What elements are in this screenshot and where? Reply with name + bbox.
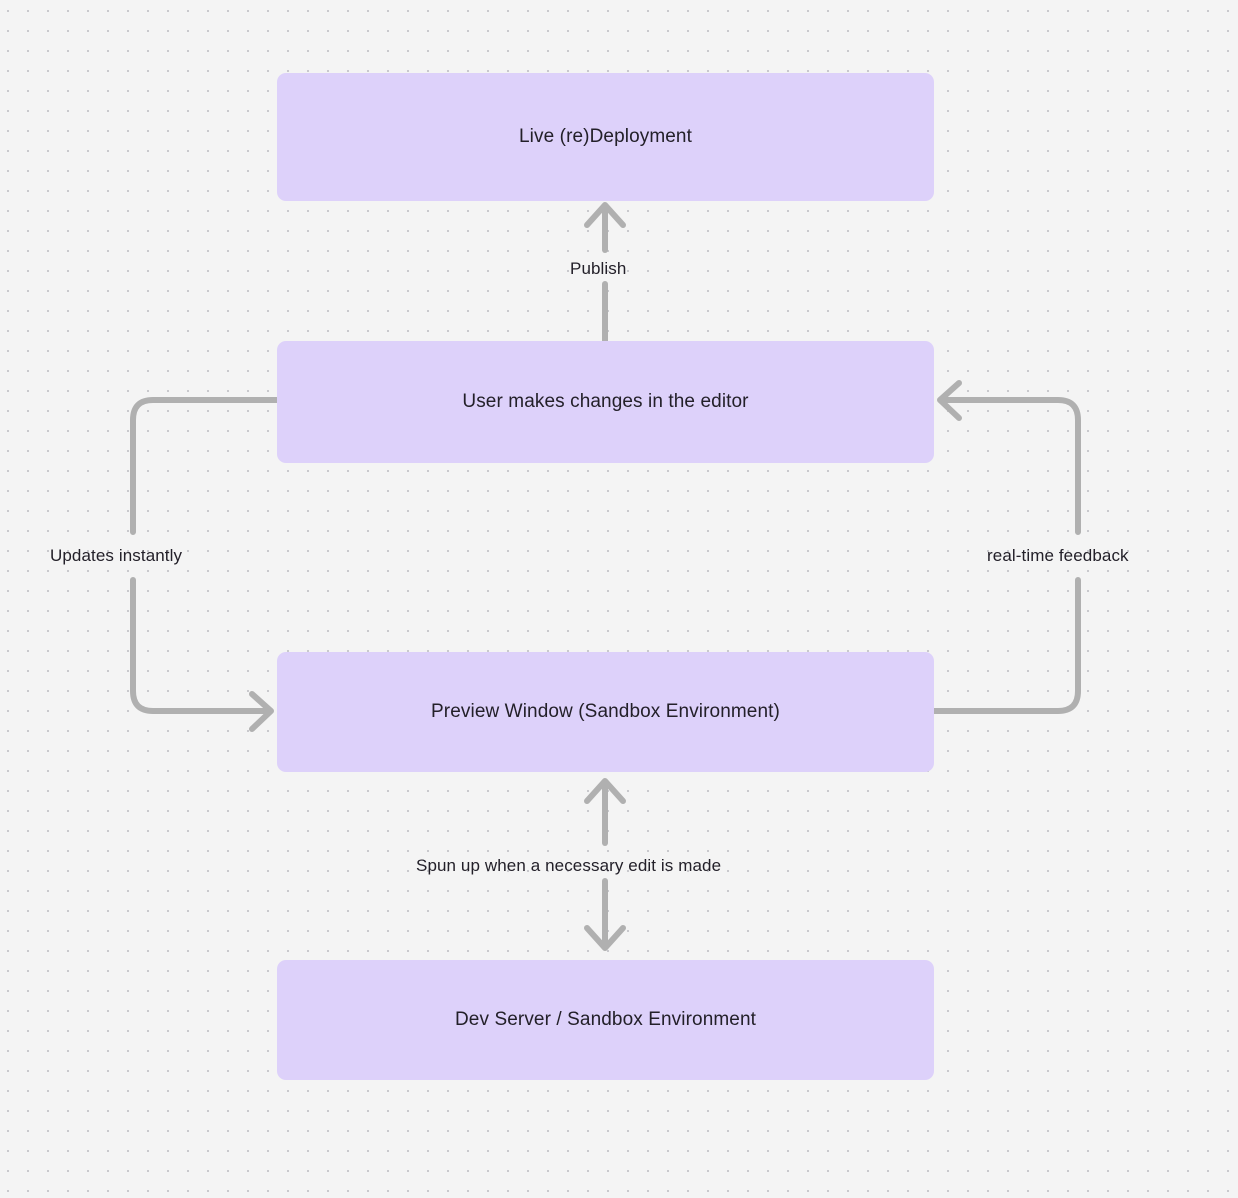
node-dev-server[interactable]: Dev Server / Sandbox Environment <box>277 960 934 1080</box>
node-user-makes-changes[interactable]: User makes changes in the editor <box>277 341 934 463</box>
node-live-redeployment[interactable]: Live (re)Deployment <box>277 73 934 201</box>
edge-realtime-arrowhead <box>937 380 962 421</box>
edge-publish-arrowhead <box>584 202 626 228</box>
node-user-makes-changes-label: User makes changes in the editor <box>462 390 749 412</box>
edge-label-publish: Publish <box>570 259 627 278</box>
edge-spun-up-arrowhead <box>584 778 626 804</box>
edge-realtime-lower-segment <box>931 577 1081 714</box>
edge-label-updates-instantly: Updates instantly <box>50 546 183 565</box>
edge-spun-down-arrowhead <box>584 925 626 951</box>
edge-realtime-upper-segment <box>940 397 1081 535</box>
edge-label-real-time-feedback: real-time feedback <box>987 546 1129 565</box>
edge-updates-arrowhead <box>249 691 274 732</box>
node-dev-server-label: Dev Server / Sandbox Environment <box>454 1008 756 1030</box>
edge-updates-lower-segment <box>130 577 271 714</box>
edge-updates-upper-segment <box>130 397 280 535</box>
node-preview-window[interactable]: Preview Window (Sandbox Environment) <box>277 652 934 772</box>
node-live-redeployment-label: Live (re)Deployment <box>519 125 692 147</box>
edge-label-spun-up: Spun up when a necessary edit is made <box>416 856 722 875</box>
node-preview-window-label: Preview Window (Sandbox Environment) <box>431 700 780 722</box>
